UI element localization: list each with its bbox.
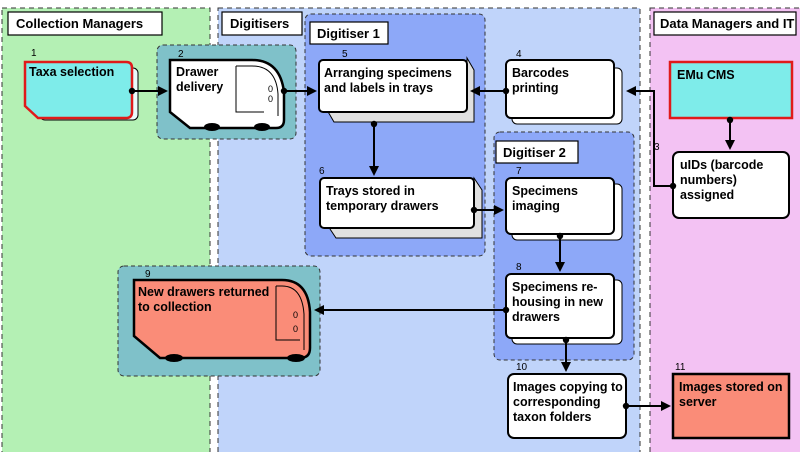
drawer-mark: 0: [268, 84, 273, 94]
step-label: New drawers returned: [138, 285, 269, 299]
step-label: delivery: [176, 80, 223, 94]
step-label: Trays stored in: [326, 184, 415, 198]
step-label: to collection: [138, 300, 212, 314]
step-number-3: 3: [654, 142, 660, 153]
step-number-10: 10: [516, 362, 528, 373]
lane-title-collection-managers: Collection Managers: [16, 16, 143, 31]
step-label: Drawer: [176, 65, 219, 79]
wheel-icon: [204, 123, 220, 131]
step-label: drawers: [512, 310, 560, 324]
step-label: taxon folders: [513, 410, 592, 424]
step-label: temporary drawers: [326, 199, 439, 213]
drawer-mark: 0: [293, 310, 298, 320]
emu-cms-box[interactable]: EMu CMS: [668, 60, 794, 120]
step-images-copying[interactable]: Images copying to corresponding taxon fo…: [507, 373, 627, 439]
step-specimens-imaging[interactable]: Specimens imaging: [505, 177, 623, 241]
step-number-6: 6: [319, 166, 325, 177]
step-number-8: 8: [516, 262, 522, 273]
lane-title-digitisers: Digitisers: [230, 16, 289, 31]
step-label: Taxa selection: [29, 65, 114, 79]
group-title-digitiser-1: Digitiser 1: [317, 26, 380, 41]
step-number-1: 1: [31, 48, 37, 59]
step-taxa-selection[interactable]: Taxa selection: [23, 60, 139, 121]
step-drawer-delivery[interactable]: 0 0 Drawer delivery: [168, 58, 286, 131]
drawer-mark: 0: [293, 324, 298, 334]
drawer-mark: 0: [268, 94, 273, 104]
step-label: assigned: [680, 188, 734, 202]
step-number-2: 2: [178, 49, 184, 60]
emu-cms-label: EMu CMS: [677, 68, 735, 82]
step-number-5: 5: [342, 49, 348, 60]
step-label: Specimens re-: [512, 280, 597, 294]
step-label: printing: [512, 81, 559, 95]
lane-title-data-managers: Data Managers and IT: [660, 16, 794, 31]
wheel-icon: [287, 354, 305, 362]
step-number-4: 4: [516, 49, 522, 60]
connector-dots: [128, 87, 734, 410]
wheel-icon: [254, 123, 270, 131]
step-label: corresponding: [513, 395, 601, 409]
step-number-11: 11: [675, 362, 686, 373]
step-trays-stored[interactable]: Trays stored in temporary drawers: [319, 176, 483, 239]
step-label: Specimens: [512, 184, 578, 198]
step-uids-assigned[interactable]: uIDs (barcode numbers) assigned: [672, 151, 790, 219]
step-label: and labels in trays: [324, 81, 433, 95]
step-label: Barcodes: [512, 66, 569, 80]
step-label: Images copying to: [513, 380, 623, 394]
wheel-icon: [165, 354, 183, 362]
step-number-7: 7: [516, 166, 522, 177]
arrow-uids-to-barcodes: [626, 86, 673, 187]
step-arranging-specimens[interactable]: Arranging specimens and labels in trays: [318, 56, 475, 123]
group-title-digitiser-2: Digitiser 2: [503, 145, 566, 160]
connectors: [132, 86, 735, 411]
step-label: uIDs (barcode: [680, 158, 763, 172]
step-images-stored[interactable]: Images stored on server: [671, 372, 791, 440]
step-label: Arranging specimens: [324, 66, 452, 80]
step-label: housing in new: [512, 295, 603, 309]
step-new-drawers-returned[interactable]: 0 0 New drawers returned to collection: [132, 278, 312, 362]
step-specimens-rehousing[interactable]: Specimens re- housing in new drawers: [505, 273, 623, 345]
step-barcodes-printing[interactable]: Barcodes printing: [505, 59, 623, 125]
step-label: server: [679, 395, 717, 409]
step-number-9: 9: [145, 269, 151, 280]
step-label: Images stored on: [679, 380, 783, 394]
step-label: imaging: [512, 199, 560, 213]
step-label: numbers): [680, 173, 737, 187]
